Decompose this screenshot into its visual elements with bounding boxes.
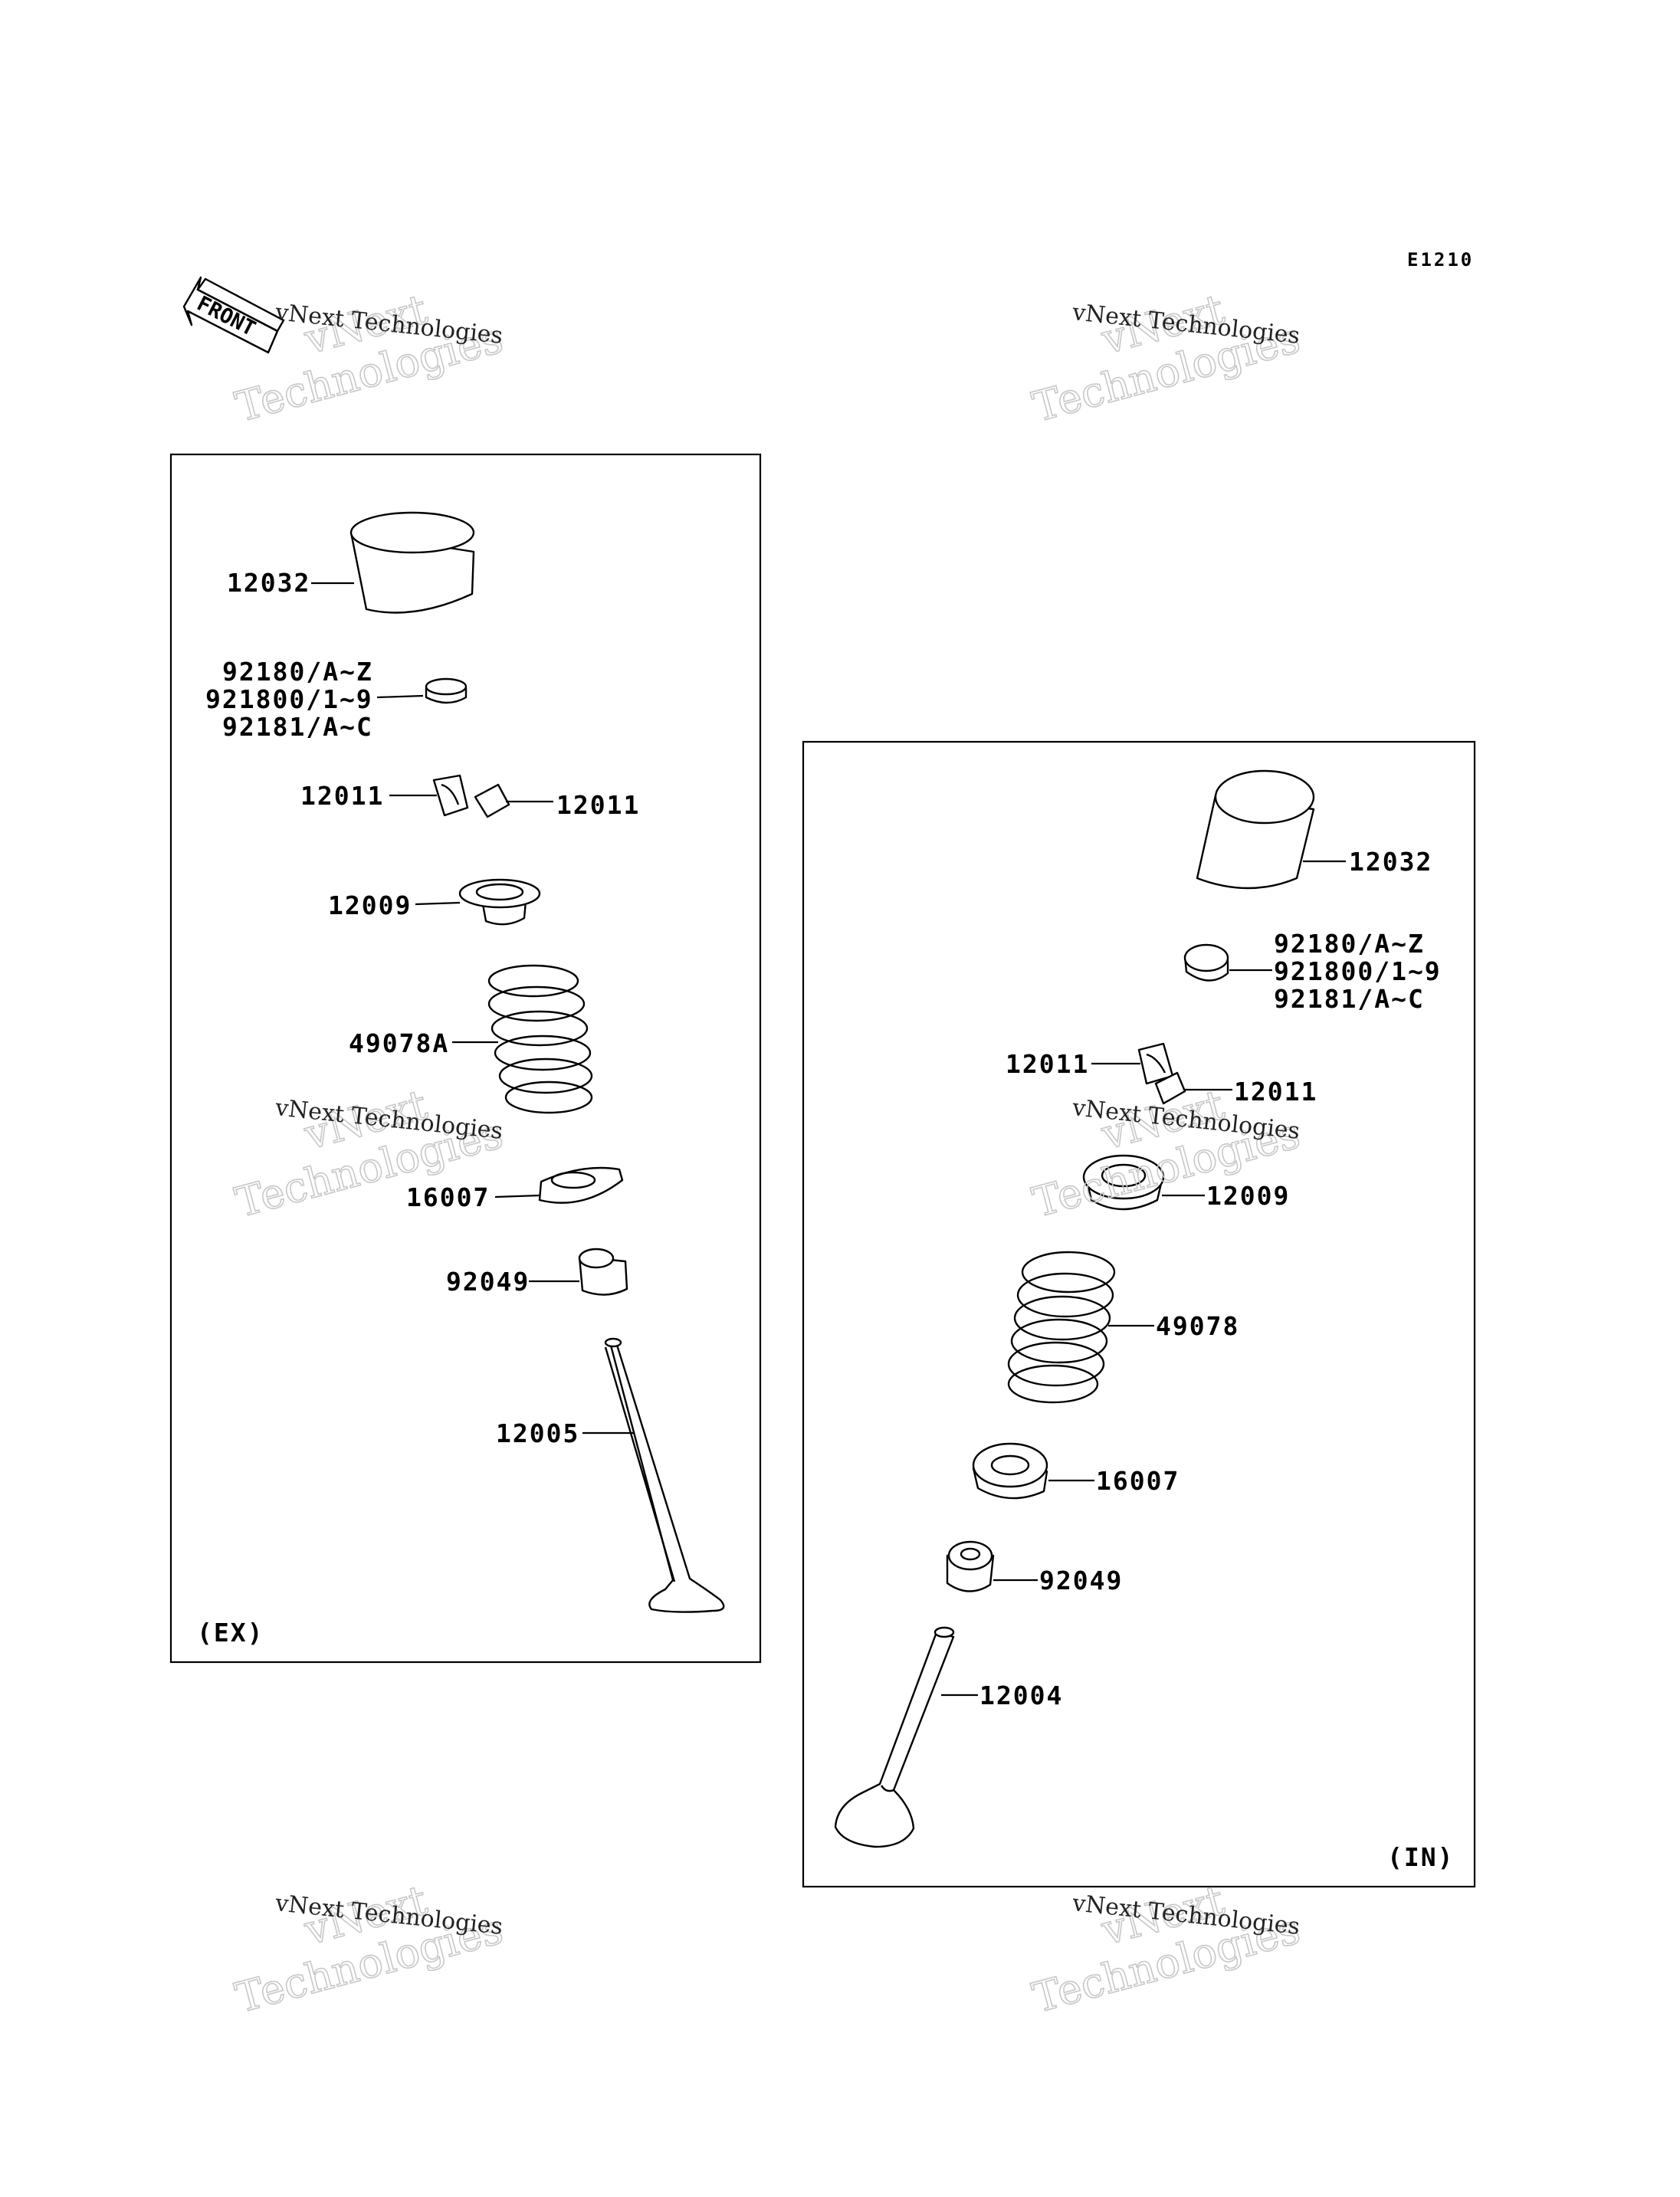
in-label-retainer: 12009 (1206, 1181, 1290, 1211)
ex-label-tappet: 12032 (227, 568, 310, 598)
ex-label-cotter-right: 12011 (556, 790, 640, 820)
in-valve-seal (946, 1540, 995, 1592)
in-label-spring: 49078 (1156, 1311, 1239, 1341)
front-arrow-icon: FRONT (182, 276, 285, 354)
in-label-seal: 92049 (1039, 1566, 1123, 1595)
in-label-valve: 12004 (979, 1681, 1063, 1710)
ex-tappet (349, 511, 475, 614)
in-label-cotter-right: 12011 (1234, 1077, 1317, 1107)
ex-label-cotter-left: 12011 (300, 781, 384, 811)
ex-retainer (458, 878, 541, 926)
ex-label-spring: 49078A (349, 1028, 449, 1058)
in-tappet (1196, 769, 1315, 890)
ex-label-shim-3: 92181/A~C (222, 712, 373, 742)
in-cotters (1137, 1042, 1186, 1105)
ex-label-retainer: 12009 (328, 890, 412, 920)
ex-label-valve: 12005 (496, 1418, 579, 1448)
ex-valve-seal (578, 1248, 628, 1296)
in-label-tappet: 12032 (1349, 847, 1432, 877)
in-panel-frame (802, 740, 1476, 1888)
in-spring (1007, 1251, 1116, 1404)
in-label-seat: 16007 (1096, 1466, 1180, 1496)
ex-spring (487, 964, 593, 1114)
in-label-shim-2: 921800/1~9 (1274, 956, 1442, 986)
in-label-shim-3: 92181/A~C (1274, 984, 1425, 1014)
watermark-top-right: vNext Technologies vNext Technologies (1027, 284, 1305, 432)
watermark-bottom-right: vNext Technologies vNext Technologies (1027, 1875, 1305, 2023)
watermark-bottom-left: vNext Technologies vNext Technologies (230, 1875, 508, 2023)
diagram-code: E1210 (1407, 249, 1474, 271)
front-label: FRONT (193, 292, 259, 342)
in-panel-tag: (IN) (1387, 1842, 1454, 1872)
ex-panel-frame (169, 453, 762, 1664)
ex-cotters (432, 774, 510, 818)
in-label-cotter-left: 12011 (1006, 1049, 1089, 1079)
ex-panel-tag: (EX) (197, 1618, 264, 1648)
in-retainer (1082, 1154, 1165, 1211)
ex-label-shim-1: 92180/A~Z (222, 657, 373, 687)
in-valve (834, 1626, 955, 1848)
ex-label-shim-2: 921800/1~9 (205, 684, 373, 714)
ex-label-seat: 16007 (406, 1182, 490, 1212)
ex-shim (425, 677, 468, 704)
in-shim (1183, 943, 1229, 982)
ex-label-seal: 92049 (446, 1267, 530, 1297)
ex-valve (604, 1337, 725, 1613)
ex-spring-seat (538, 1166, 624, 1204)
in-spring-seat (972, 1442, 1048, 1500)
in-label-shim-1: 92180/A~Z (1274, 929, 1425, 959)
